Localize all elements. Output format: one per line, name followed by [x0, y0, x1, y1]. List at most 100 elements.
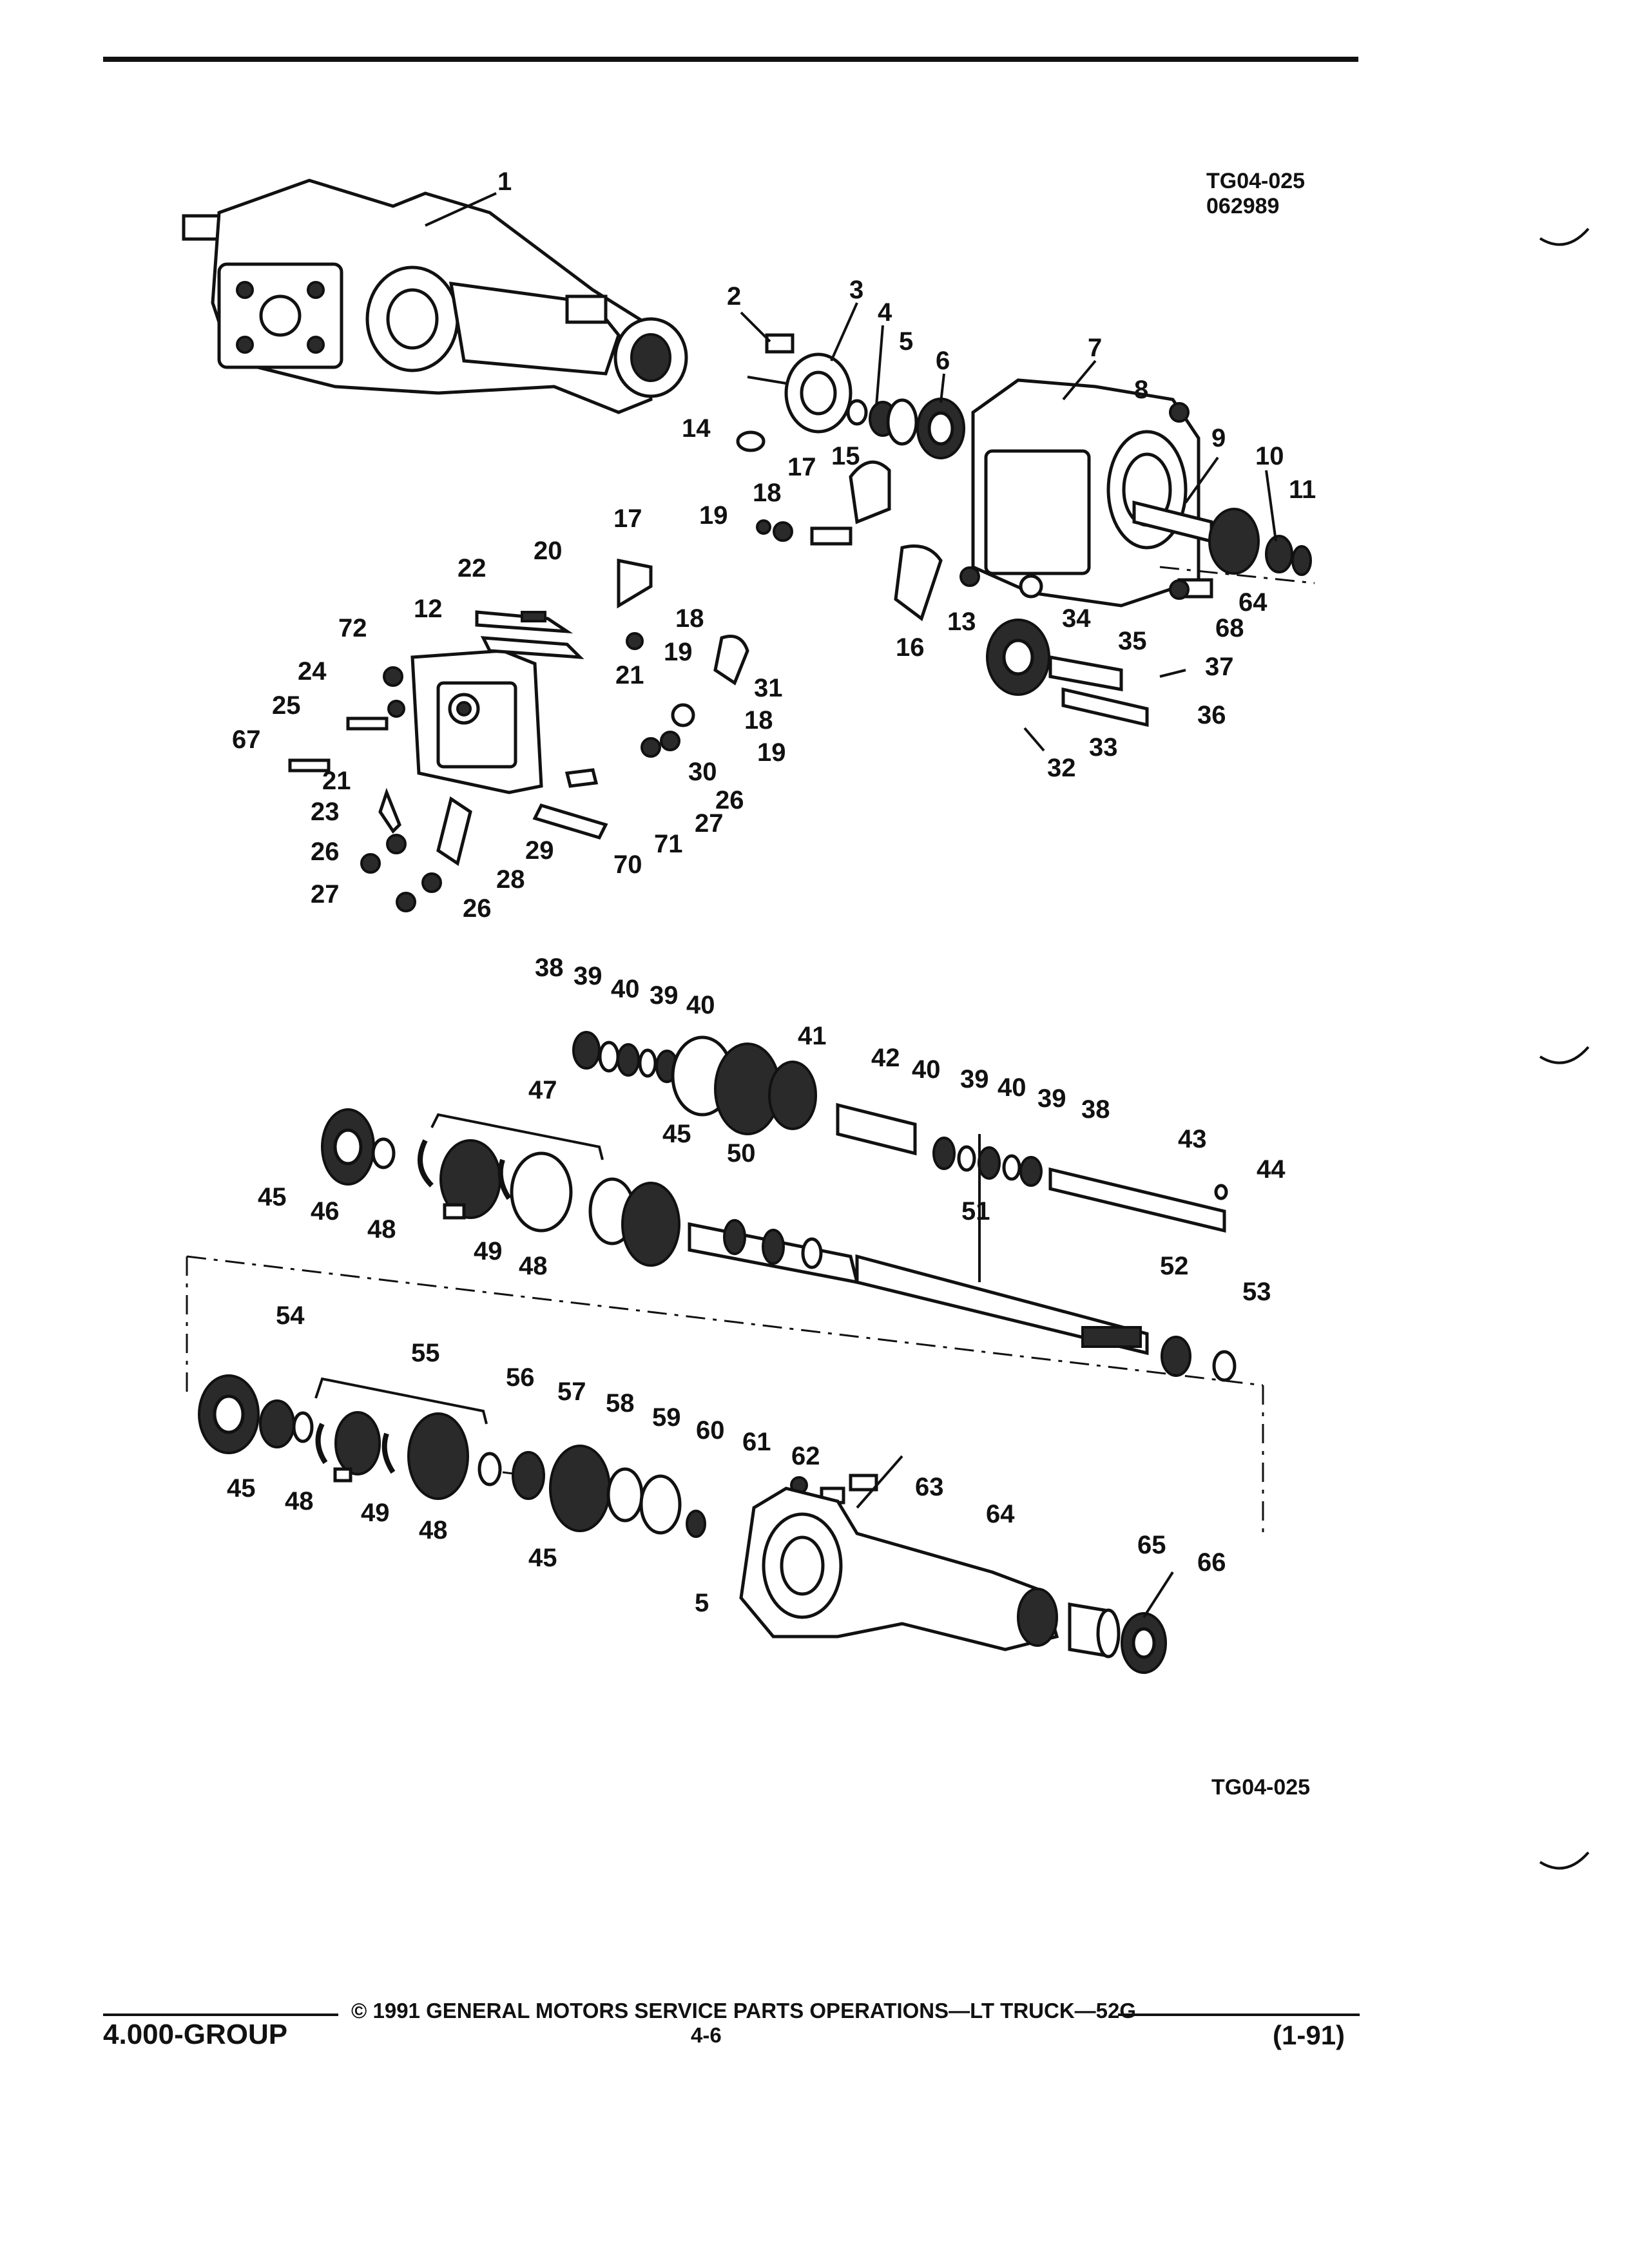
top-rule — [103, 57, 1358, 62]
callout-55: 55 — [411, 1339, 440, 1367]
callout-21: 21 — [615, 661, 644, 689]
callout-5b: 5 — [695, 1589, 709, 1617]
output-shaft-parts-51-53 — [186, 1219, 1264, 1540]
callout-42: 42 — [871, 1044, 900, 1072]
revision-date: (1-91) — [1273, 2020, 1345, 2050]
callout-51: 51 — [961, 1197, 990, 1225]
callout-59: 59 — [652, 1403, 681, 1432]
callout-38b: 38 — [1081, 1095, 1110, 1124]
callout-68: 68 — [1215, 614, 1244, 642]
callout-64b: 64 — [986, 1500, 1015, 1528]
callout-19: 19 — [699, 501, 728, 530]
callout-61: 61 — [742, 1428, 771, 1456]
callout-27: 27 — [311, 880, 340, 908]
callout-3: 3 — [849, 276, 864, 304]
callout-46: 46 — [311, 1197, 340, 1225]
callout-47: 47 — [528, 1076, 557, 1104]
callout-56: 56 — [506, 1363, 535, 1392]
callout-13: 13 — [947, 608, 976, 636]
callout-17: 17 — [787, 453, 816, 481]
callout-7: 7 — [1088, 334, 1103, 362]
extension-housing-parts-64-66 — [739, 1486, 1167, 1674]
footer-rule-right — [1118, 2013, 1360, 2016]
binder-mark — [1539, 1851, 1590, 1870]
callout-40c: 40 — [912, 1055, 941, 1084]
shift-fork-parts-13-19 — [736, 430, 980, 622]
synchronizer-parts-45-50 — [321, 1108, 680, 1267]
callout-49: 49 — [474, 1237, 503, 1265]
callout-45b: 45 — [662, 1120, 691, 1148]
callout-43: 43 — [1178, 1125, 1207, 1153]
callout-40: 40 — [611, 975, 640, 1003]
transmission-assembly-part-1 — [182, 178, 688, 414]
callout-18c: 18 — [744, 706, 773, 735]
callout-45d: 45 — [528, 1544, 557, 1572]
callout-10: 10 — [1255, 442, 1284, 470]
callout-5: 5 — [899, 327, 914, 356]
callout-39: 39 — [574, 962, 602, 990]
callout-52: 52 — [1160, 1252, 1189, 1280]
copyright-line: © 1991 GENERAL MOTORS SERVICE PARTS OPER… — [351, 1999, 1137, 2023]
callout-19c: 19 — [757, 738, 786, 767]
callout-57: 57 — [557, 1378, 586, 1406]
input-shaft-parts-9-11 — [1132, 500, 1315, 600]
callout-63: 63 — [915, 1473, 944, 1501]
callout-4: 4 — [878, 298, 892, 327]
callout-48c: 48 — [285, 1487, 314, 1515]
transmission-case-part-7 — [971, 378, 1200, 608]
callout-34: 34 — [1062, 604, 1091, 633]
group-number: 4.000-GROUP — [103, 2019, 288, 2050]
callout-48: 48 — [367, 1215, 396, 1244]
callout-15: 15 — [831, 442, 860, 470]
callout-18: 18 — [753, 479, 782, 507]
callout-30: 30 — [688, 758, 717, 786]
callout-49b: 49 — [361, 1499, 390, 1527]
callout-48b: 48 — [519, 1252, 548, 1280]
callout-26b: 26 — [463, 894, 492, 923]
callout-32: 32 — [1047, 754, 1076, 782]
binder-mark — [1539, 227, 1590, 246]
callout-37: 37 — [1205, 653, 1234, 681]
callout-27b: 27 — [695, 809, 724, 838]
lower-gear-parts-54-63 — [198, 1374, 878, 1538]
callout-40d: 40 — [998, 1073, 1027, 1102]
callout-1: 1 — [497, 168, 512, 196]
callout-19b: 19 — [664, 638, 693, 666]
callout-23: 23 — [311, 798, 340, 826]
callout-72: 72 — [338, 614, 367, 642]
callout-41: 41 — [798, 1022, 827, 1050]
callout-60: 60 — [696, 1416, 725, 1445]
mainshaft-gear-parts-38-44 — [572, 1031, 1228, 1233]
callout-45: 45 — [258, 1183, 287, 1211]
drawing-code: TG04-025 — [1206, 169, 1306, 193]
callout-26c: 26 — [715, 786, 744, 814]
footer-rule-left — [103, 2013, 338, 2016]
callout-29: 29 — [525, 836, 554, 865]
callout-64: 64 — [1239, 588, 1268, 617]
callout-33: 33 — [1089, 733, 1118, 762]
callout-50: 50 — [727, 1139, 756, 1168]
callout-39b: 39 — [650, 981, 679, 1010]
callout-26: 26 — [311, 838, 340, 866]
callout-35: 35 — [1118, 627, 1147, 655]
callout-45c: 45 — [227, 1474, 256, 1503]
callout-65: 65 — [1137, 1531, 1166, 1559]
callout-40b: 40 — [686, 991, 715, 1019]
drawing-date: 062989 — [1206, 194, 1280, 219]
callout-22: 22 — [458, 554, 487, 582]
callout-44: 44 — [1257, 1155, 1286, 1184]
drawing-code-header: TG04-025 062989 — [1206, 169, 1305, 219]
callout-11: 11 — [1289, 476, 1316, 504]
callout-21b: 21 — [322, 767, 351, 795]
countershaft-parts-32-37 — [986, 619, 1186, 752]
callout-leaders — [425, 192, 1277, 1619]
shift-cover-parts-12-29 — [288, 558, 749, 912]
callout-25: 25 — [272, 691, 301, 720]
callout-36: 36 — [1197, 701, 1226, 729]
callout-39c: 39 — [960, 1065, 989, 1093]
drawing-code-bottom: TG04-025 — [1211, 1775, 1311, 1800]
callout-14: 14 — [682, 414, 711, 443]
callout-8: 8 — [1134, 376, 1149, 404]
